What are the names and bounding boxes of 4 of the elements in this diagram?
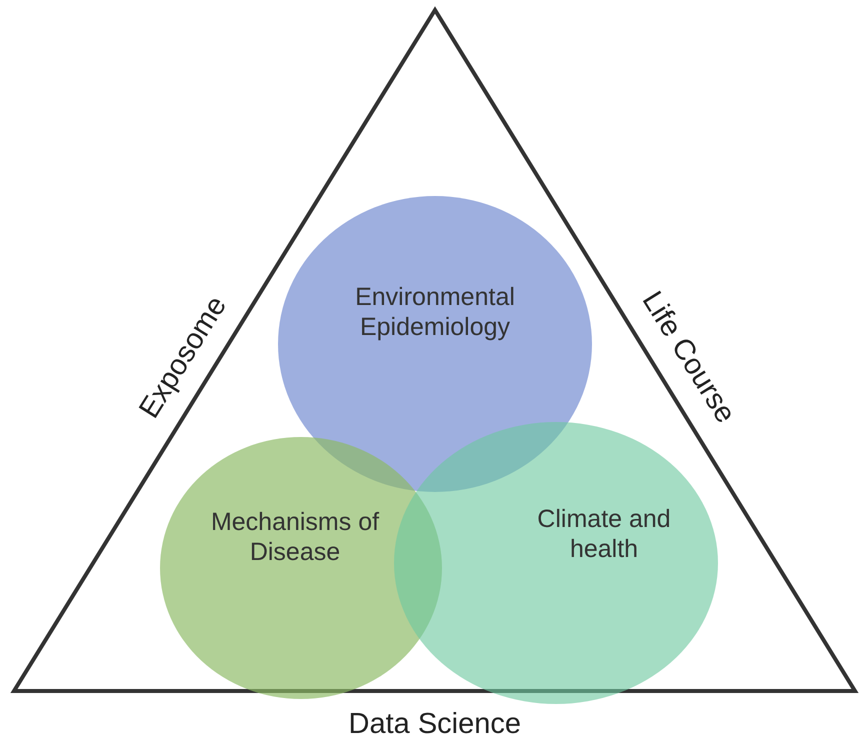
circle-label: Climate and health [536, 504, 672, 564]
circle-label: Environmental Epidemiology [354, 282, 516, 342]
circle-label: Mechanisms of Disease [210, 507, 380, 567]
side-label: Data Science [348, 708, 521, 740]
